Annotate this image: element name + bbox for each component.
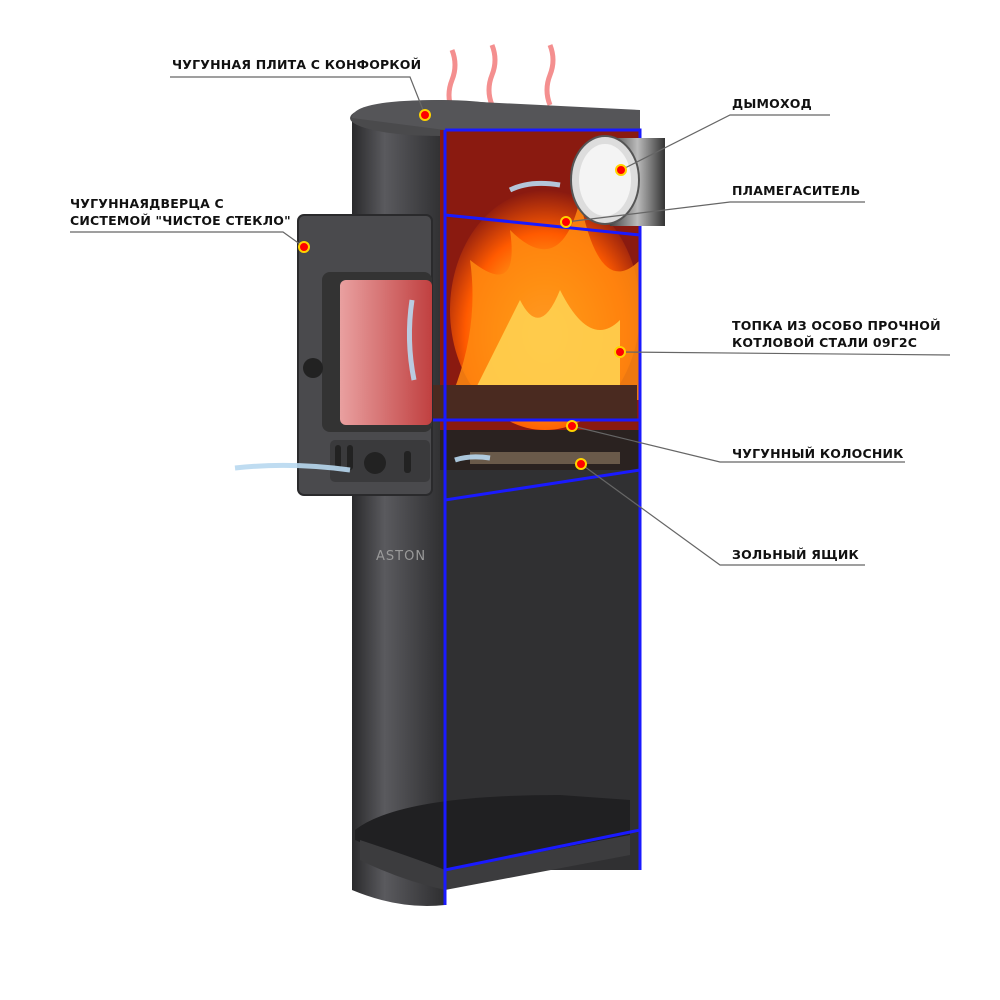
label-door-line1: ЧУГУННАЯДВЕРЦА С: [70, 196, 224, 211]
label-ash-box: ЗОЛЬНЫЙ ЯЩИК: [732, 547, 859, 562]
label-firebox-line2: КОТЛОВОЙ СТАЛИ 09Г2С: [732, 335, 918, 350]
label-firebox: ТОПКА ИЗ ОСОБО ПРОЧНОЙ КОТЛОВОЙ СТАЛИ 09…: [732, 317, 941, 351]
airflow-arrows-icon: [234, 180, 561, 473]
label-firebox-line1: ТОПКА ИЗ ОСОБО ПРОЧНОЙ: [732, 318, 941, 333]
label-cooktop: ЧУГУННАЯ ПЛИТА С КОНФОРКОЙ: [172, 57, 422, 72]
label-door: ЧУГУННАЯДВЕРЦА С СИСТЕМОЙ "ЧИСТОЕ СТЕКЛО…: [70, 195, 291, 229]
label-grate: ЧУГУННЫЙ КОЛОСНИК: [732, 446, 904, 461]
label-chimney: ДЫМОХОД: [732, 96, 812, 111]
label-flame-arrester: ПЛАМЕГАСИТЕЛЬ: [732, 183, 861, 198]
door: [297, 214, 433, 496]
leader-lines: [70, 76, 951, 566]
label-door-line2: СИСТЕМОЙ "ЧИСТОЕ СТЕКЛО": [70, 213, 291, 228]
brand-logo: ASTON: [376, 549, 426, 564]
cut-section-edges: [430, 128, 642, 905]
heat-waves-icon: [446, 44, 556, 111]
chimney-pipe: [570, 135, 665, 226]
marker-dots: [298, 109, 627, 470]
